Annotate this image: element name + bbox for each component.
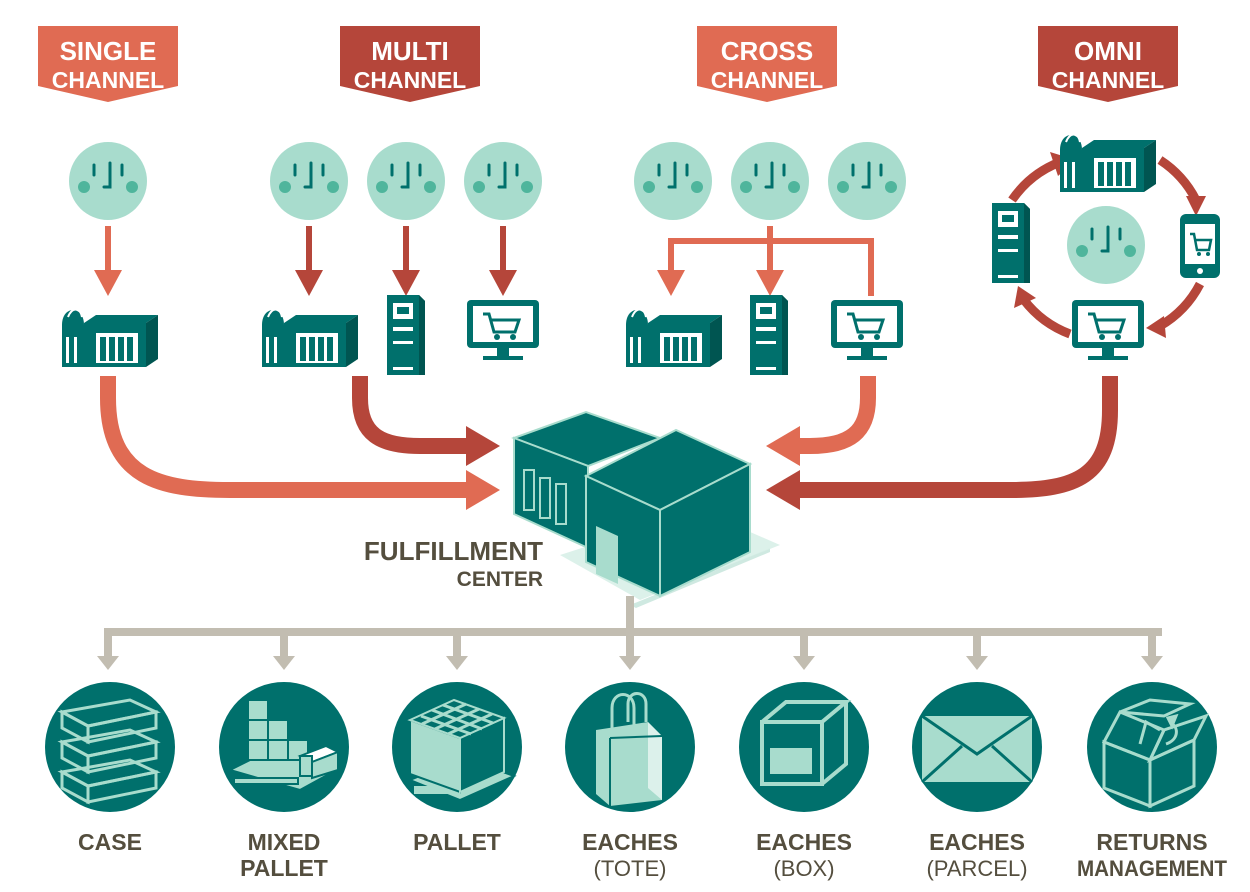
output-pallet [392, 682, 522, 812]
output-label-eaches-tote-line1: EACHES [582, 829, 678, 855]
mixed-pallet-icon [227, 699, 343, 792]
pallet-icon [407, 698, 517, 802]
down-arrow-icon [295, 226, 517, 296]
computer-cart-icon [829, 298, 905, 362]
box-icon [760, 700, 852, 786]
fulfillment-center-building-icon [511, 410, 780, 608]
output-label-mixed-pallet-line1: MIXED [248, 829, 321, 855]
customer-face-icon [826, 140, 908, 222]
output-returns-management [1087, 682, 1217, 812]
channel-banner-omni: OMNI CHANNEL [1038, 26, 1178, 102]
stacked-cases-icon [57, 698, 161, 805]
channel-banner-cross: CROSS CHANNEL [697, 26, 837, 102]
output-eaches-tote [565, 682, 695, 812]
channel-multi-line1: MULTI [371, 36, 449, 66]
flow-omni-to-center [766, 376, 1118, 510]
open-box-icon [1101, 698, 1209, 809]
down-arrow-icon [94, 226, 122, 296]
tote-bag-icon [596, 692, 663, 806]
channel-omni-line2: CHANNEL [1052, 67, 1164, 93]
fulfillment-center-subtitle: CENTER [457, 568, 543, 591]
output-case [45, 682, 175, 812]
kiosk-icon [992, 203, 1030, 283]
output-label-returns-line2: MANAGEMENT [1077, 856, 1228, 881]
flow-multi-to-center [352, 376, 500, 466]
channel-multi-line2: CHANNEL [354, 67, 466, 93]
cross-channel-connector [657, 226, 874, 296]
customer-face-icon [268, 140, 350, 222]
retail-store-icon [61, 308, 159, 368]
output-label-eaches-parcel-line2: (PARCEL) [926, 856, 1027, 881]
channel-single-line1: SINGLE [60, 36, 157, 66]
envelope-icon [920, 714, 1034, 784]
output-label-case: CASE [78, 829, 142, 855]
retail-store-icon [1059, 133, 1157, 193]
customer-face-icon [729, 140, 811, 222]
output-label-returns-line1: RETURNS [1096, 829, 1207, 855]
computer-cart-icon [465, 298, 541, 362]
output-label-pallet: PALLET [413, 829, 501, 855]
customer-face-icon [67, 140, 149, 222]
customer-face-icon [1065, 204, 1147, 286]
retail-store-icon [261, 308, 359, 368]
output-label-eaches-parcel-line1: EACHES [929, 829, 1025, 855]
customer-face-icon [462, 140, 544, 222]
smartphone-icon [1178, 212, 1222, 280]
channel-omni-line1: OMNI [1074, 36, 1142, 66]
omni-cycle [992, 133, 1222, 362]
output-mixed-pallet [219, 682, 349, 812]
kiosk-icon [387, 295, 425, 375]
channel-banner-multi: MULTI CHANNEL [340, 26, 480, 102]
computer-cart-icon [1070, 298, 1146, 362]
channel-single-line2: CHANNEL [52, 67, 164, 93]
output-label-eaches-box-line1: EACHES [756, 829, 852, 855]
channel-banner-single: SINGLE CHANNEL [38, 26, 178, 102]
channel-cross-line2: CHANNEL [711, 67, 823, 93]
fulfillment-center-title: FULFILLMENT [364, 536, 543, 566]
customer-face-icon [632, 140, 714, 222]
flow-cross-to-center [766, 376, 876, 466]
customer-face-icon [365, 140, 447, 222]
kiosk-icon [750, 295, 788, 375]
distribution-connector [97, 596, 1163, 670]
output-eaches-parcel [912, 682, 1042, 812]
channel-cross-line1: CROSS [721, 36, 813, 66]
output-label-eaches-box-line2: (BOX) [773, 856, 834, 881]
output-eaches-box [739, 682, 869, 812]
flow-single-to-center [100, 376, 500, 510]
retail-store-icon [625, 308, 723, 368]
output-label-mixed-pallet-line2: PALLET [240, 855, 328, 881]
output-label-eaches-tote-line2: (TOTE) [594, 856, 667, 881]
